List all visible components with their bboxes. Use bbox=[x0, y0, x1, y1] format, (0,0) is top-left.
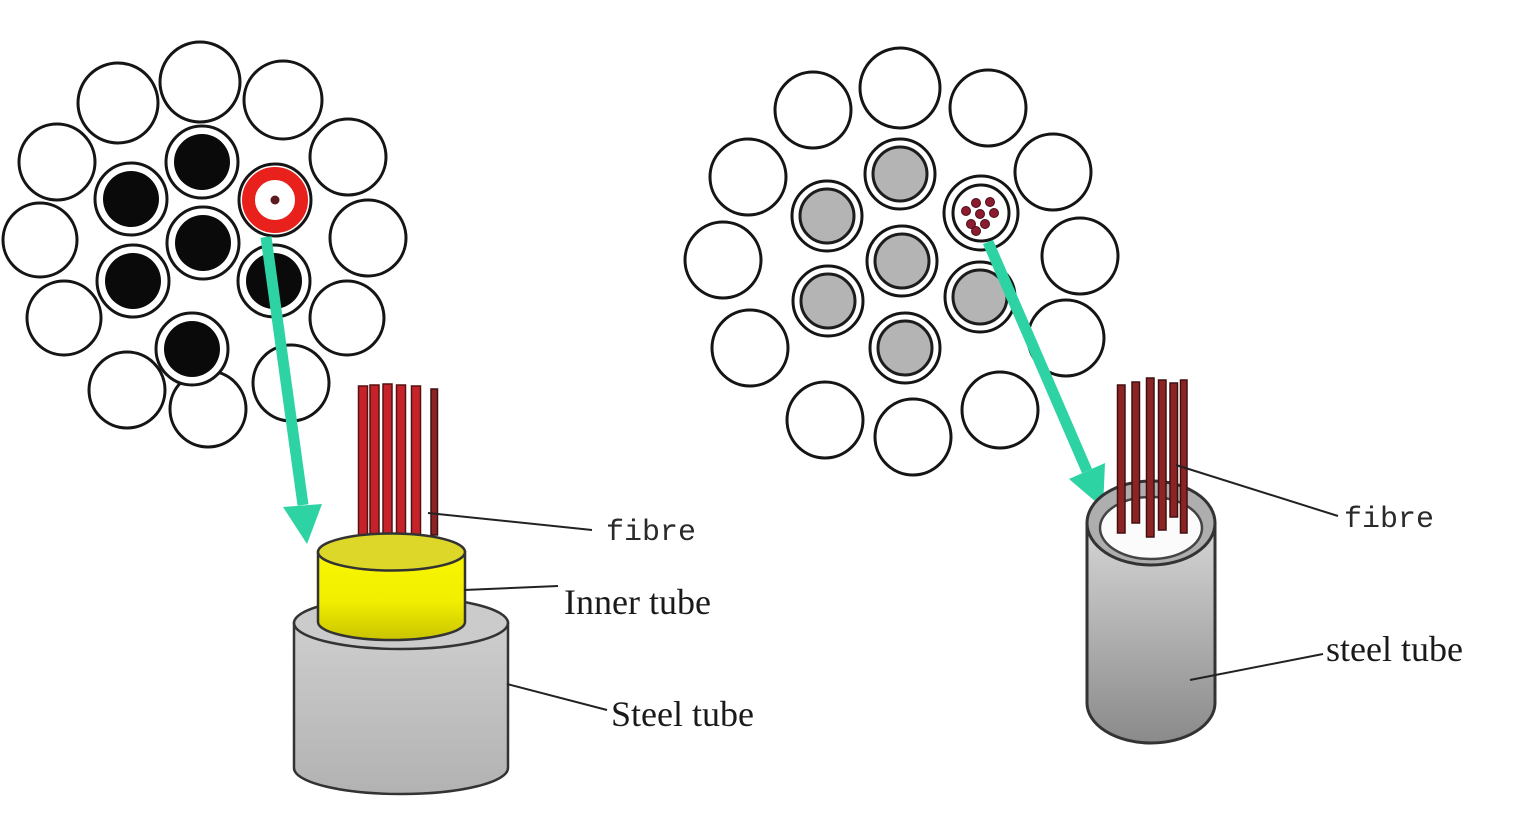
fibre-dot bbox=[980, 219, 990, 229]
inner-tube-top-face bbox=[316, 532, 467, 572]
outer-strand-circle bbox=[17, 122, 97, 202]
wire-core-black bbox=[103, 171, 159, 227]
steel-wire-circle bbox=[165, 205, 241, 281]
outer-strand-circle bbox=[25, 279, 103, 357]
outer-strand-circle bbox=[710, 308, 790, 388]
fibre-label: fibre bbox=[1344, 503, 1434, 537]
inner-tube-label: Inner tube bbox=[564, 582, 711, 622]
fibre-rod bbox=[395, 384, 407, 537]
fibre-rod bbox=[1116, 384, 1126, 534]
right-fibre-rods bbox=[1116, 377, 1188, 538]
fibre-rod bbox=[430, 388, 439, 536]
wire-core-black bbox=[174, 134, 230, 190]
inner-tube-cylinder bbox=[316, 532, 467, 642]
fibre-rod bbox=[1145, 377, 1155, 538]
outer-strand-circle bbox=[708, 137, 788, 217]
fibre-dot bbox=[961, 206, 971, 216]
left-zoom-arrow bbox=[260, 236, 322, 544]
arrow-stem bbox=[260, 236, 309, 506]
left-fibre-rods bbox=[357, 383, 439, 537]
fibre-dot bbox=[985, 197, 995, 207]
wire-core-black bbox=[164, 321, 220, 377]
fibre-rod bbox=[1179, 379, 1188, 534]
fibre-unit-center-dot bbox=[270, 195, 280, 205]
steel-tube-body bbox=[1085, 521, 1217, 745]
wire-core-black bbox=[105, 253, 161, 309]
outer-strand-circle bbox=[683, 220, 763, 300]
outer-strand-circle bbox=[308, 117, 388, 197]
fibre-dot bbox=[975, 209, 985, 219]
gray-wire-circle bbox=[865, 224, 939, 298]
steel-wire-circle bbox=[164, 124, 240, 200]
steel-wire-circle bbox=[95, 243, 171, 319]
fibre-rod bbox=[382, 383, 393, 537]
outer-strand-circle bbox=[1040, 216, 1120, 296]
fibre-rod bbox=[1157, 379, 1167, 531]
fibre-rod bbox=[1169, 382, 1179, 518]
fibre-label: fibre bbox=[606, 516, 696, 550]
gray-wire-circle bbox=[943, 260, 1017, 334]
fibre-dot bbox=[971, 198, 981, 208]
fibre-leader-line bbox=[1175, 464, 1339, 517]
wire-core-gray bbox=[876, 319, 934, 377]
outer-strand-circle bbox=[960, 370, 1040, 450]
fibre-leader-line bbox=[427, 512, 593, 531]
outer-strand-circle bbox=[308, 279, 386, 357]
arrow-head bbox=[283, 504, 322, 544]
gray-wire-circle bbox=[868, 311, 942, 385]
outer-strand-circle bbox=[76, 61, 160, 145]
fibre-dot bbox=[989, 208, 999, 218]
fibre-unit-red-ring bbox=[242, 167, 308, 233]
gray-wire-circle bbox=[791, 264, 865, 338]
steel-wire-circle bbox=[154, 311, 230, 387]
arrow-stem bbox=[982, 239, 1093, 474]
outer-strand-circle bbox=[858, 46, 942, 130]
fibre-dot bbox=[966, 219, 976, 229]
right-cable-cross-section bbox=[683, 46, 1120, 477]
steel-tube-label: steel tube bbox=[1326, 629, 1463, 669]
fibre-rod bbox=[369, 384, 380, 537]
fibre-tube-circle bbox=[942, 174, 1020, 252]
outer-strand-circle bbox=[1013, 132, 1093, 212]
wire-core-black bbox=[175, 215, 231, 271]
gray-wire-circle bbox=[790, 179, 864, 253]
wire-core-gray bbox=[798, 187, 856, 245]
fibre-dot bbox=[971, 226, 981, 236]
steel-tube-body bbox=[292, 621, 510, 796]
fibre-rod bbox=[1131, 381, 1141, 524]
outer-strand-circle bbox=[773, 70, 853, 150]
steel-tube-leader-line bbox=[506, 683, 608, 711]
fibre-unit-circle bbox=[237, 162, 313, 238]
steel-tube-label: Steel tube bbox=[611, 694, 754, 734]
outer-strand-circle bbox=[328, 198, 408, 278]
outer-strand-circle bbox=[873, 397, 953, 477]
fibre-rod bbox=[410, 385, 422, 537]
inner-tube-leader-line bbox=[463, 585, 559, 591]
wire-core-gray bbox=[871, 145, 929, 203]
wire-core-gray bbox=[873, 232, 931, 290]
right-zoom-arrow bbox=[982, 239, 1105, 508]
outer-strand-circle bbox=[785, 380, 865, 460]
fibre-rod bbox=[357, 385, 369, 537]
outer-strand-circle bbox=[1, 201, 79, 279]
outer-strand-circle bbox=[948, 68, 1028, 148]
left-cable-cross-section bbox=[1, 40, 408, 449]
outer-strand-circle bbox=[87, 350, 167, 430]
steel-wire-circle bbox=[93, 161, 169, 237]
wire-core-gray bbox=[799, 272, 857, 330]
outer-strand-circle bbox=[242, 59, 324, 141]
outer-strand-circle bbox=[158, 40, 242, 124]
arrow-head bbox=[1069, 463, 1105, 508]
inner-tube-body bbox=[316, 550, 467, 642]
gray-wire-circle bbox=[863, 137, 937, 211]
steel-tube-leader-line bbox=[1189, 653, 1324, 681]
